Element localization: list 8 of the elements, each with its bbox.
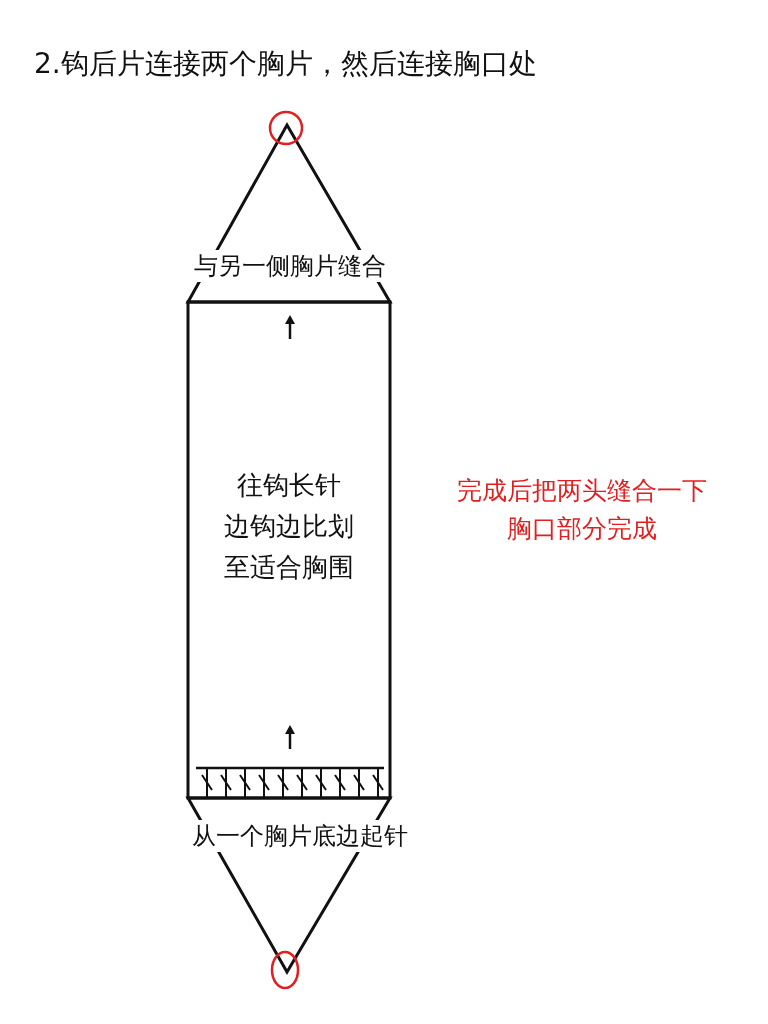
note-text: 完成后把两头缝合一下胸口部分完成: [457, 475, 707, 545]
rectangle-panel: [188, 302, 390, 798]
panel-text: 与另一侧胸片缝合: [194, 250, 386, 282]
panel-text: 从一个胸片底边起针: [192, 820, 408, 852]
panel-text: 至适合胸围: [224, 551, 354, 584]
panel-text: 往钩长针: [237, 469, 341, 502]
title: 2.钩后片连接两个胸片，然后连接胸口处: [34, 46, 537, 82]
panel-text: 边钩边比划: [224, 510, 354, 543]
